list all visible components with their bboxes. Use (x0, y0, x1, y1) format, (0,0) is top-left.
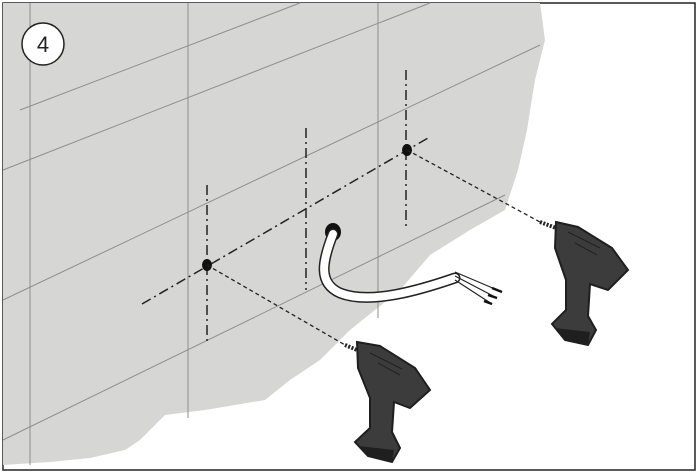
drill-trajectory-lines (206, 149, 541, 346)
power-cable (318, 223, 503, 306)
power-drill-left (344, 340, 432, 464)
tile-grid (2, 2, 541, 465)
step-number: 4 (37, 32, 49, 57)
level-guide-line (141, 137, 429, 305)
wall-panel (3, 3, 545, 465)
step-badge: 4 (21, 22, 65, 66)
power-drill-right (539, 220, 630, 347)
